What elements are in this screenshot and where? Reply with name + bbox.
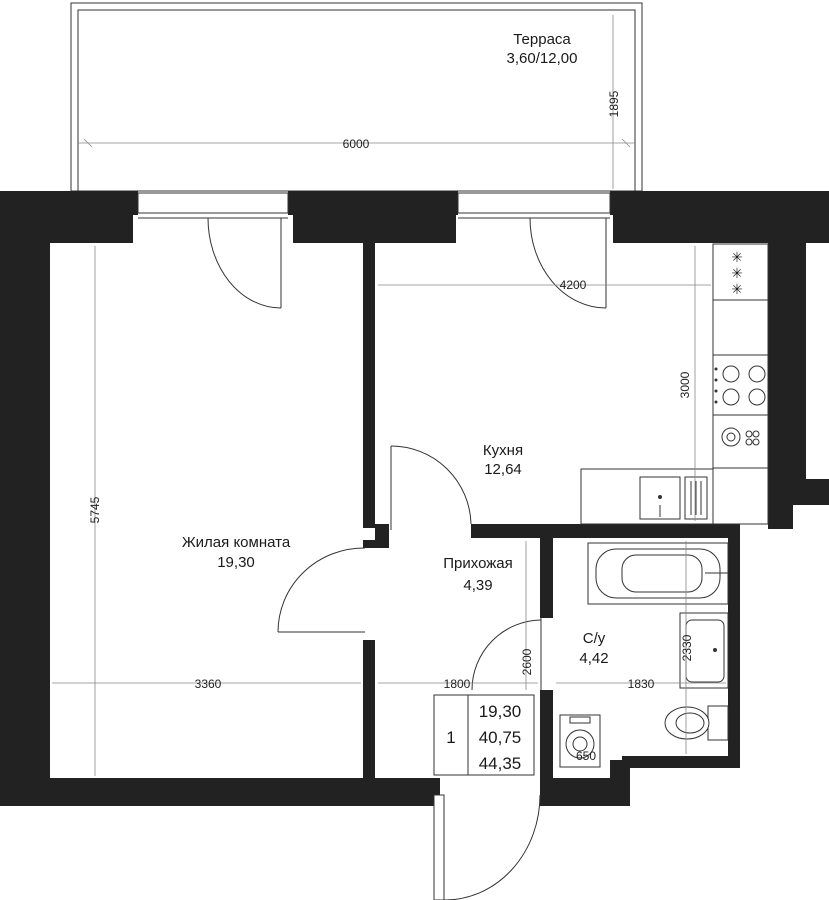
dim-washer: 650 (576, 749, 596, 763)
hall-area: 4,39 (463, 577, 492, 594)
summary-living-area: 19,30 (479, 702, 522, 721)
svg-text:✳: ✳ (731, 265, 743, 281)
summary-total-area: 40,75 (479, 728, 522, 747)
dim-terrace-depth: 1895 (607, 90, 621, 117)
kitchen-fixtures: ✳ ✳ ✳ (580, 243, 769, 525)
toilet-icon (664, 705, 729, 741)
kitchen-name: Кухня (483, 442, 523, 459)
hall-name: Прихожая (443, 555, 513, 572)
room-labels: Терраса 3,60/12,00 Кухня 12,64 Жилая ком… (182, 31, 609, 667)
summary-rooms-count: 1 (446, 728, 455, 747)
walls (0, 191, 829, 806)
bathtub-icon (587, 542, 729, 605)
kitchen-area: 12,64 (484, 461, 522, 478)
windows (137, 192, 611, 219)
dim-bath-height: 2330 (680, 634, 694, 661)
dim-kitchen-width: 4200 (560, 278, 587, 292)
bathroom-area: 4,42 (579, 650, 608, 667)
dim-kitchen-depth: 3000 (678, 371, 692, 398)
svg-text:✳: ✳ (731, 249, 743, 265)
sink-icon (679, 612, 729, 689)
summary-table: 1 19,30 40,75 44,35 (433, 694, 535, 776)
summary-total-with-terrace: 44,35 (479, 754, 522, 773)
dimension-lines (52, 15, 726, 776)
terrace-name: Терраса (513, 31, 571, 48)
living-room-area: 19,30 (217, 554, 255, 571)
dimension-labels: 6000 1895 4200 3000 5745 3360 1800 2600 … (88, 90, 694, 763)
dim-hall-width: 1800 (444, 677, 471, 691)
terrace-area: 3,60/12,00 (507, 50, 578, 67)
doors (207, 217, 607, 900)
dishwasher-icon (721, 427, 760, 447)
dim-hall-height: 2600 (520, 648, 534, 675)
dim-living-height: 5745 (88, 496, 102, 523)
dim-bath-width: 1830 (628, 677, 655, 691)
dim-living-width: 3360 (195, 677, 222, 691)
drainer-icon (684, 476, 708, 520)
washing-machine-icon (559, 714, 601, 768)
stove-icon (714, 365, 766, 406)
dim-terrace-width: 6000 (343, 137, 370, 151)
bathroom-name: С/у (583, 630, 606, 647)
svg-text:✳: ✳ (731, 281, 743, 297)
sparkle-icon: ✳ ✳ ✳ (731, 249, 743, 297)
bathroom-fixtures (559, 542, 729, 768)
living-room-name: Жилая комната (182, 534, 291, 551)
